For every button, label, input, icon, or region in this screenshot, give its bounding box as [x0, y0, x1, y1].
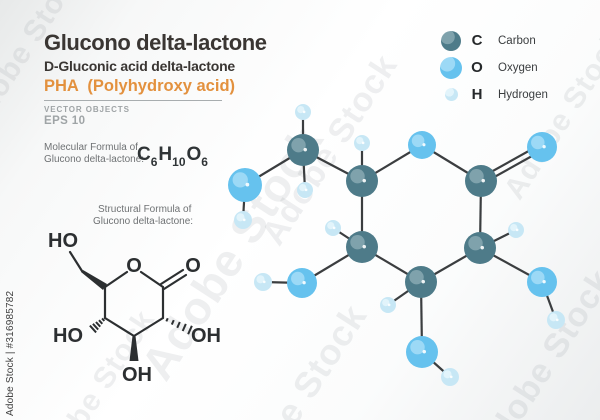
- carbon-atom: [346, 165, 378, 197]
- solid-wedge-bond: [81, 270, 107, 290]
- bond-3d: [478, 180, 483, 249]
- legend-name: Carbon: [498, 34, 536, 47]
- oxygen-atom: [406, 336, 438, 368]
- bond-3d: [387, 281, 422, 306]
- carbon-atom: [464, 232, 496, 264]
- legend-symbol: O: [471, 59, 483, 76]
- molecular-formula-label-line2: Glucono delta-lactone:: [44, 154, 145, 165]
- bond-3d: [361, 144, 423, 182]
- bond-3d: [479, 247, 543, 283]
- hydrogen-atom: [295, 104, 311, 120]
- skeletal-atom-label: HO: [48, 230, 78, 252]
- hashed-wedge-bond: [95, 321, 101, 328]
- skeletal-bond: [103, 270, 129, 289]
- acid-class-label: PHA (Polyhydroxy acid): [44, 77, 236, 95]
- bond-3d: [419, 281, 424, 353]
- legend-item-hydrogen: H Hydrogen: [438, 81, 548, 108]
- oxygen-atom: [408, 131, 436, 159]
- skeletal-bond: [139, 270, 165, 289]
- carbon-ball: [441, 30, 461, 51]
- formula-element: H: [158, 144, 173, 165]
- skeletal-bond: [68, 250, 84, 273]
- bond-3d: [420, 247, 481, 283]
- hydrogen-ball-icon: [438, 88, 464, 101]
- legend-name: Hydrogen: [498, 88, 548, 101]
- formula-element: C: [137, 144, 151, 165]
- oxygen-atom: [287, 268, 317, 298]
- bond-3d: [361, 246, 422, 283]
- molecular-formula-label-line1: Molecular Formula of: [44, 142, 138, 153]
- hydrogen-atom: [380, 297, 396, 313]
- hashed-wedge-bond: [101, 317, 106, 322]
- watermark-diagonal: Adobe Stock: [214, 296, 375, 420]
- oxygen-ball: [440, 56, 462, 79]
- structural-formula-label-line2: Glucono delta-lactone:: [93, 216, 194, 227]
- molecular-formula-label: Molecular Formula of Glucono delta-lacto…: [44, 142, 144, 166]
- page-subtitle: D-Gluconic acid delta-lactone: [44, 58, 236, 74]
- carbon-atom: [346, 231, 378, 263]
- bond-3d: [301, 246, 363, 284]
- structural-formula-label: Structural Formula of Glucono delta-lact…: [93, 204, 193, 228]
- hydrogen-atom: [325, 220, 341, 236]
- legend-item-oxygen: O Oxygen: [438, 54, 548, 81]
- vector-objects-label: VECTOR OBJECTS: [44, 105, 130, 114]
- hashed-wedge-bond: [89, 324, 97, 334]
- legend-symbol: C: [471, 32, 483, 49]
- header-divider: [44, 100, 222, 101]
- skeletal-atom-label: O: [126, 255, 142, 277]
- formula-subscript: 10: [172, 155, 186, 169]
- bond-3d: [332, 227, 363, 248]
- eps-version-label: EPS 10: [44, 115, 86, 127]
- formula-element: O: [186, 144, 202, 165]
- hydrogen-atom: [254, 273, 272, 291]
- molecular-formula-value: C6H10O6: [137, 144, 209, 169]
- bond-3d: [479, 229, 517, 249]
- watermark-diagonal: Adobe Stock: [469, 262, 600, 420]
- hashed-wedge-bond: [98, 319, 104, 325]
- formula-subscript: 6: [201, 155, 208, 169]
- hydrogen-atom: [441, 368, 459, 386]
- bond-3d: [421, 351, 451, 378]
- hashed-wedge-bond: [92, 323, 99, 331]
- watermark-stock-id: Adobe Stock | #316985782: [5, 290, 16, 416]
- legend-item-carbon: C Carbon: [438, 27, 548, 54]
- oxygen-ball-icon: [438, 56, 464, 79]
- carbon-ball-icon: [438, 30, 464, 51]
- formula-subscript: 6: [150, 155, 158, 169]
- page-title: Glucono delta-lactone: [44, 30, 267, 55]
- carbon-atom: [405, 266, 437, 298]
- skeletal-atom-label: HO: [53, 325, 83, 347]
- structural-formula-label-line1: Structural Formula of: [98, 204, 192, 215]
- carbon-atom: [465, 165, 497, 197]
- bond-3d: [421, 144, 482, 182]
- legend-symbol: H: [471, 86, 483, 103]
- hydrogen-ball: [444, 88, 458, 101]
- legend-name: Oxygen: [498, 61, 538, 74]
- oxygen-atom: [527, 267, 557, 297]
- hydrogen-atom: [508, 222, 524, 238]
- bond-3d: [262, 280, 303, 285]
